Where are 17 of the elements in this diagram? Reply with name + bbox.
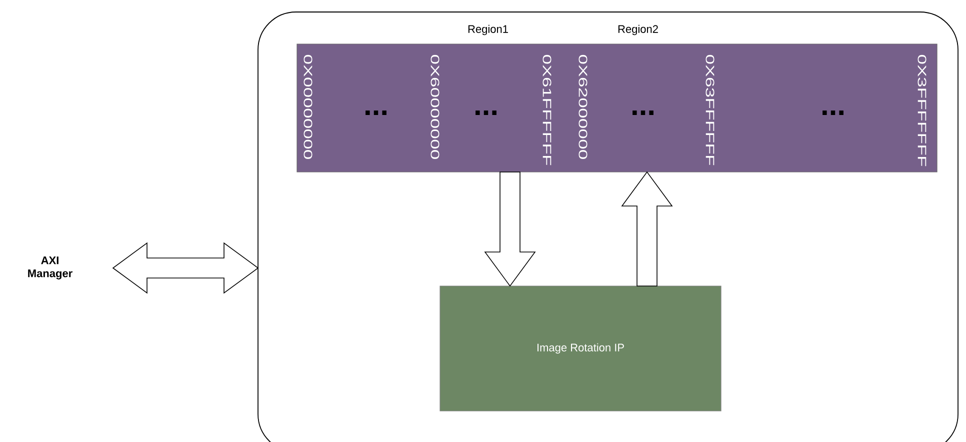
ellipsis: ... (632, 110, 654, 115)
address-label: 0X61FFFFFF (542, 54, 552, 166)
text-label: AXI Manager (28, 256, 72, 280)
ellipsis: ... (822, 110, 844, 115)
address-label: 0X3FFFFFFF (918, 54, 926, 166)
address-label: 0X63FFFFFF (706, 54, 714, 166)
container-box (258, 12, 958, 442)
ip-block: Image Rotation IP (440, 286, 722, 412)
region-label: Region2 (618, 24, 658, 36)
region-label: Region1 (468, 24, 508, 36)
address-label: 0X62000000 (578, 54, 588, 159)
address-label: 0X60000000 (430, 54, 440, 159)
ellipsis: ... (476, 110, 496, 115)
address-label: 0X00000000 (304, 54, 312, 159)
block-arrow (484, 172, 536, 287)
ellipsis: ... (366, 110, 386, 115)
block-arrow (621, 171, 673, 286)
